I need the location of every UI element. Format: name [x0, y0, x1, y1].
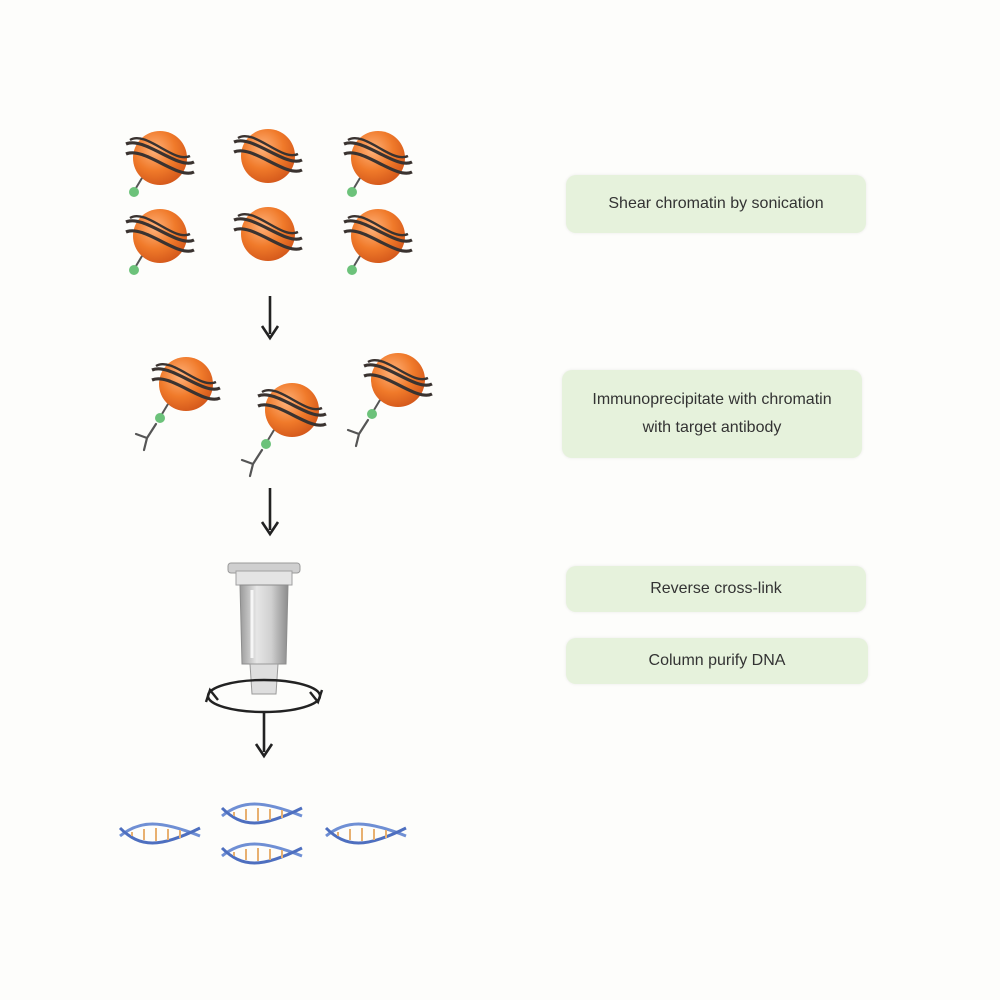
nucleosome — [342, 207, 414, 276]
nucleosome — [232, 127, 304, 185]
bound-nucleosome — [134, 355, 222, 452]
dna-fragment-icon — [220, 802, 304, 825]
step-label: Column purify DNA — [648, 652, 786, 669]
bound-nucleosome — [240, 381, 328, 478]
nucleosome — [124, 207, 196, 276]
arrow-down-icon — [260, 296, 280, 341]
bound-nucleosome — [346, 351, 434, 448]
spin-column-icon — [227, 562, 301, 695]
nucleosome — [232, 205, 304, 263]
nucleosome — [342, 129, 414, 198]
sheared-chromatin-group — [124, 127, 414, 276]
step-column-purify: Column purify DNA — [566, 638, 868, 684]
step-shear-chromatin: Shear chromatin by sonication — [566, 175, 866, 233]
arrow-down-icon — [260, 488, 280, 537]
arrow-down-icon — [254, 712, 274, 759]
immunoprecipitated-group — [134, 351, 434, 478]
dna-fragment-icon — [118, 822, 202, 845]
purified-dna-group — [118, 802, 408, 865]
dna-fragment-icon — [220, 842, 304, 865]
step-label: Reverse cross-link — [650, 580, 782, 597]
step-label: Shear chromatin by sonication — [608, 195, 824, 212]
step-immunoprecipitate: Immunoprecipitate with chromatin with ta… — [562, 370, 862, 458]
step-reverse-crosslink: Reverse cross-link — [566, 566, 866, 612]
nucleosome — [124, 129, 196, 198]
step-label: Immunoprecipitate with chromatin with ta… — [592, 391, 832, 436]
dna-fragment-icon — [324, 822, 408, 845]
